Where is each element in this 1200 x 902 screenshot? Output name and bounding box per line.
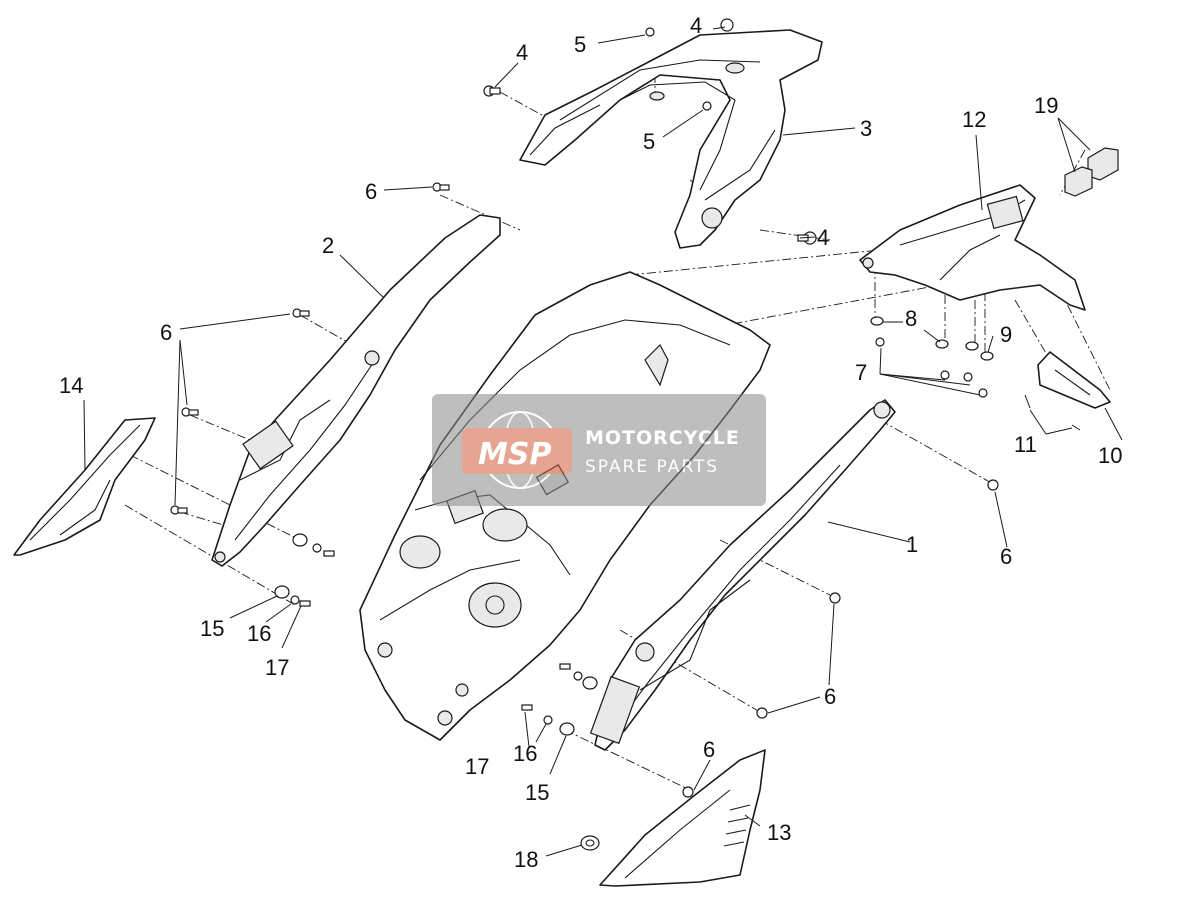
callout-17b: 17	[465, 754, 489, 779]
watermark-logo-text: MSP	[478, 437, 551, 472]
callout-7: 7	[855, 360, 867, 385]
callout-18: 18	[514, 847, 538, 872]
callout-15a: 15	[200, 616, 224, 641]
screw-5b	[702, 101, 712, 111]
callout-14: 14	[59, 373, 83, 398]
screw-4b	[720, 18, 734, 32]
watermark: MSP MOTORCYCLE SPARE PARTS	[432, 394, 766, 506]
screw-6e	[987, 479, 999, 491]
nut-15b	[559, 722, 575, 736]
grommet-18	[580, 835, 600, 851]
callout-2: 2	[322, 233, 334, 258]
screw-11a	[1024, 394, 1031, 409]
grab-handle-part-3	[519, 29, 823, 249]
washer-16a	[290, 595, 300, 605]
callout-19: 19	[1034, 93, 1058, 118]
screw-6f	[829, 592, 841, 604]
washer-9b	[980, 351, 994, 361]
washer-8b	[935, 339, 949, 349]
license-plate-holder-part-12	[859, 184, 1086, 311]
washer-16b	[543, 715, 553, 725]
bracket-part-10	[1037, 351, 1111, 409]
callout-5b: 5	[643, 129, 655, 154]
washer-9a	[965, 341, 979, 351]
callout-4b: 4	[690, 13, 702, 38]
screw-17b	[521, 704, 533, 711]
screw-4a	[483, 85, 501, 97]
watermark-line1: MOTORCYCLE	[585, 427, 740, 449]
callout-1: 1	[906, 532, 918, 557]
washer-16d	[573, 671, 583, 681]
callout-16a: 16	[247, 621, 271, 646]
nut-15d	[582, 676, 598, 690]
screw-6b	[292, 308, 310, 318]
callout-11: 11	[1014, 432, 1037, 457]
side-rail-part-1	[589, 399, 896, 751]
callout-6d: 6	[824, 684, 836, 709]
callout-4a: 4	[516, 40, 528, 65]
screw-6c	[181, 407, 199, 417]
callout-3: 3	[860, 116, 872, 141]
side-panel-part-14	[13, 417, 156, 556]
screw-17a	[299, 600, 311, 607]
leader-lines	[83, 26, 1123, 857]
nut-15c	[292, 533, 308, 547]
screw-6h	[682, 786, 694, 798]
screw-6g	[756, 707, 768, 719]
callout-5a: 5	[574, 32, 586, 57]
callout-10: 10	[1098, 443, 1122, 468]
screw-17d	[559, 663, 571, 670]
callout-17a: 17	[265, 655, 289, 680]
watermark-box	[432, 394, 766, 506]
callout-6c: 6	[1000, 544, 1012, 569]
screw-5a	[645, 27, 655, 37]
watermark-line2: SPARE PARTS	[585, 457, 719, 477]
side-panel-part-13	[599, 749, 766, 887]
callout-16b: 16	[513, 741, 537, 766]
reflectors-part-19	[1064, 147, 1119, 197]
screw-7c	[963, 372, 973, 382]
callout-12: 12	[962, 107, 986, 132]
callout-8: 8	[905, 306, 917, 331]
callout-4c: 4	[817, 225, 829, 250]
nut-15a	[274, 585, 290, 599]
screw-17c	[323, 550, 335, 557]
watermark-logo-box	[462, 428, 572, 474]
callout-6b: 6	[160, 320, 172, 345]
screw-7a	[875, 337, 885, 347]
callout-9: 9	[1000, 322, 1012, 347]
callout-6e: 6	[703, 737, 715, 762]
callout-labels: 1 2 3 4 4 4 5 5 6 6 6 6 6 7 8 9 10 11 12…	[59, 13, 1122, 872]
washer-16c	[312, 543, 322, 553]
callout-6a: 6	[365, 179, 377, 204]
screw-6d	[170, 505, 188, 515]
callout-13: 13	[767, 820, 791, 845]
callout-15b: 15	[525, 780, 549, 805]
side-rail-part-2	[211, 214, 501, 567]
screw-7b	[940, 370, 950, 380]
hardware	[170, 18, 1081, 851]
washer-8a	[870, 316, 884, 326]
screw-7d	[978, 388, 988, 398]
screw-6a	[432, 182, 450, 192]
screw-11b	[1071, 424, 1081, 431]
